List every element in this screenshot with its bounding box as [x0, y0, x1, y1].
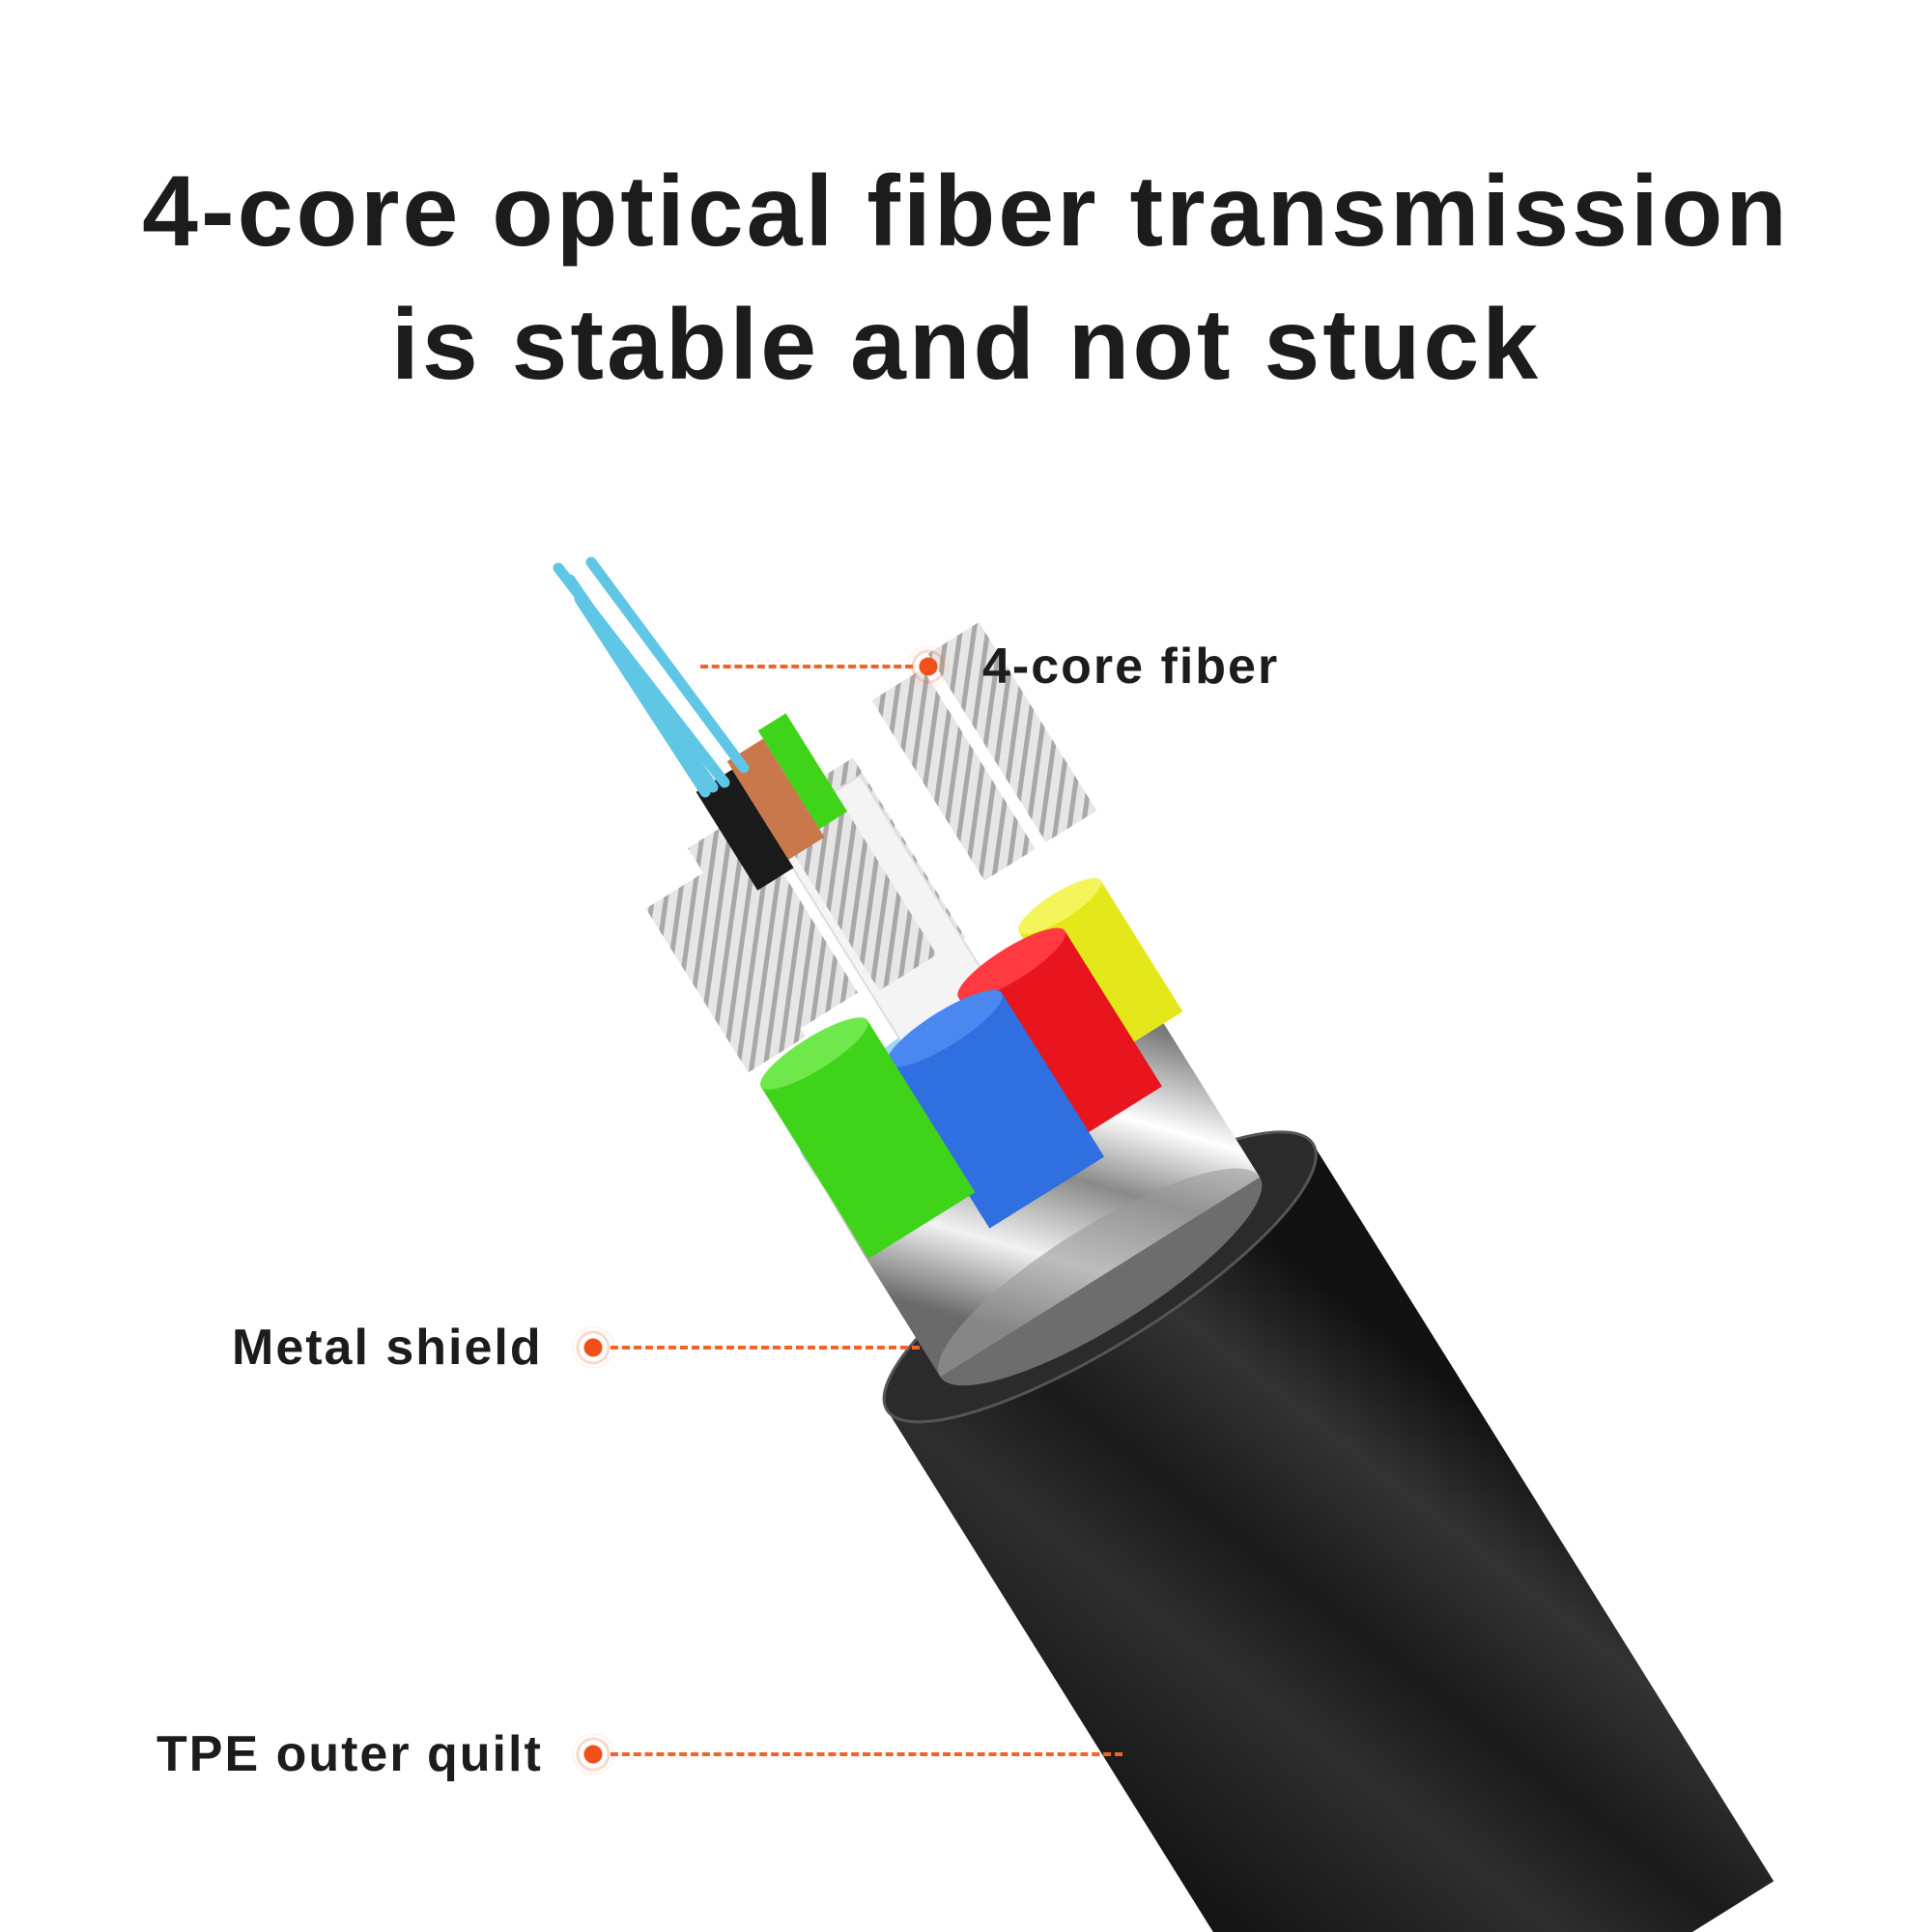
page-title: 4-core optical fiber transmission is sta… [0, 145, 1932, 412]
callout-dot-icon [907, 645, 950, 688]
headline-line-2: is stable and not stuck [390, 289, 1542, 401]
fiber-sheath [696, 713, 848, 891]
leader-line [700, 665, 913, 668]
callout-dot-icon [571, 1733, 614, 1776]
callout-label-fiber: 4-core fiber [982, 639, 1280, 695]
callout-label-shield: Metal shield [232, 1320, 543, 1376]
yellow-wire [1018, 877, 1183, 1064]
blue-wire [886, 989, 1105, 1229]
callout-metal-shield: Metal shield [232, 1319, 920, 1377]
leader-line [610, 1346, 920, 1350]
red-wire [957, 927, 1162, 1153]
leader-line [610, 1752, 1122, 1756]
callout-label-jacket: TPE outer quilt [156, 1726, 543, 1782]
callout-dot-icon [571, 1326, 614, 1369]
green-wire [760, 1017, 976, 1260]
callout-tpe-outer-quilt: TPE outer quilt [156, 1725, 1122, 1783]
headline-line-1: 4-core optical fiber transmission [142, 156, 1790, 268]
callout-4-core-fiber: 4-core fiber [700, 638, 1279, 696]
fiber-cores [553, 556, 750, 798]
